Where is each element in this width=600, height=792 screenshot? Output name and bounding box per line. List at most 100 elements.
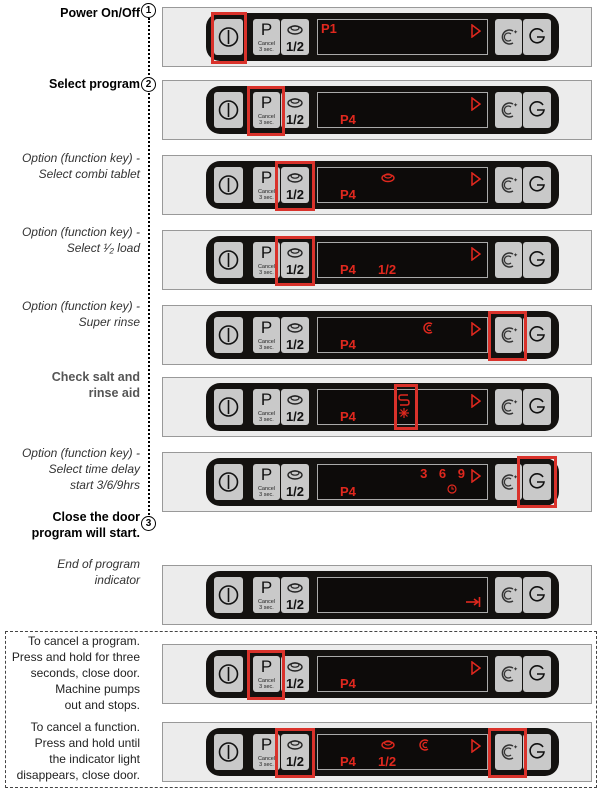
- super-rinse-button[interactable]: ✦: [495, 577, 522, 613]
- highlight-p: [247, 650, 285, 700]
- super-rinse-button[interactable]: ✦: [495, 92, 522, 128]
- super-rinse-button[interactable]: ✦: [495, 19, 522, 55]
- tablet-icon: [287, 583, 303, 593]
- half-load-label: 1/2: [285, 409, 305, 424]
- super-rinse-button[interactable]: ✦: [495, 734, 522, 770]
- highlight-tab: [275, 236, 315, 286]
- delay-timer-button[interactable]: [523, 167, 551, 203]
- tablet-icon: [287, 248, 303, 258]
- power-button[interactable]: [214, 242, 243, 278]
- step-label-line: the indicator light: [49, 752, 140, 766]
- power-button[interactable]: [214, 92, 243, 128]
- step-label-line: Option (function key) -: [21, 151, 140, 165]
- step-label-line: Press and hold until: [34, 736, 140, 750]
- highlight-tab: [275, 161, 315, 211]
- power-button[interactable]: [214, 389, 243, 425]
- tablet-icon: [287, 173, 303, 183]
- program-readout: P4: [340, 484, 356, 499]
- super-rinse-icon: ✦: [501, 666, 518, 682]
- highlight-p: [247, 86, 285, 136]
- delay-timer-button[interactable]: [523, 577, 551, 613]
- program-button-label: P: [260, 465, 273, 484]
- delay-timer-button[interactable]: [523, 317, 551, 353]
- half-load-label: 1/2: [285, 337, 305, 352]
- super-rinse-icon: ✦: [501, 102, 518, 118]
- program-button-label: P: [260, 243, 273, 262]
- power-icon: [218, 585, 239, 605]
- power-icon: [218, 175, 239, 195]
- delay-timer-button[interactable]: [523, 92, 551, 128]
- step-label-line: Option (function key) -: [21, 446, 140, 460]
- tablet-indicator-icon: [380, 738, 396, 753]
- delay-timer-button[interactable]: [523, 242, 551, 278]
- tablet-icon: [287, 395, 303, 405]
- timer-icon: [529, 665, 545, 681]
- display: [317, 577, 488, 613]
- tablet-half-load-button[interactable]: 1/2: [281, 242, 309, 278]
- power-icon: [218, 250, 239, 270]
- half-load-readout: 1/2: [378, 754, 397, 769]
- tablet-half-load-button[interactable]: 1/2: [281, 389, 309, 425]
- super-rinse-button[interactable]: ✦: [495, 656, 522, 692]
- program-running-indicator: [471, 660, 482, 678]
- tablet-icon: [287, 323, 303, 333]
- super-rinse-indicator-icon: [418, 738, 432, 755]
- close-door-label: Close the door program will start.: [32, 509, 140, 541]
- program-running-indicator: [471, 321, 482, 339]
- super-rinse-button[interactable]: ✦: [495, 167, 522, 203]
- power-button[interactable]: [214, 577, 243, 613]
- tablet-half-load-button[interactable]: 1/2: [281, 19, 309, 55]
- tablet-half-load-button[interactable]: 1/2: [281, 167, 309, 203]
- power-button[interactable]: [214, 464, 243, 500]
- delay-timer-button[interactable]: [523, 734, 551, 770]
- step-label: Power On/Off: [60, 5, 140, 21]
- display: P1: [317, 19, 488, 55]
- delay-timer-button[interactable]: [523, 19, 551, 55]
- svg-text:✦: ✦: [513, 29, 518, 36]
- power-button[interactable]: [214, 19, 243, 55]
- tablet-half-load-button[interactable]: 1/2: [281, 577, 309, 613]
- super-rinse-button[interactable]: ✦: [495, 242, 522, 278]
- delay-timer-button[interactable]: [523, 389, 551, 425]
- power-button[interactable]: [214, 317, 243, 353]
- tablet-half-load-button[interactable]: 1/2: [281, 92, 309, 128]
- super-rinse-button[interactable]: ✦: [495, 389, 522, 425]
- power-button[interactable]: [214, 656, 243, 692]
- tablet-icon: [287, 98, 303, 108]
- program-button-label: P: [260, 578, 273, 597]
- close-door-line: program will start.: [31, 526, 140, 540]
- half-load-label: 1/2: [285, 597, 305, 612]
- tablet-half-load-button[interactable]: 1/2: [281, 317, 309, 353]
- timer-icon: [529, 101, 545, 117]
- tablet-half-load-button[interactable]: 1/2: [281, 464, 309, 500]
- program-running-indicator: [471, 96, 482, 114]
- super-rinse-button[interactable]: ✦: [495, 317, 522, 353]
- delay-timer-button[interactable]: [523, 464, 551, 500]
- power-button[interactable]: [214, 734, 243, 770]
- tablet-icon: [287, 662, 303, 672]
- step-label: To cancel a function.Press and hold unti…: [17, 719, 140, 783]
- delay-timer-button[interactable]: [523, 656, 551, 692]
- tablet-half-load-button[interactable]: 1/2: [281, 734, 309, 770]
- svg-text:✦: ✦: [513, 252, 518, 259]
- timer-icon: [529, 176, 545, 192]
- half-load-label: 1/2: [285, 484, 305, 499]
- step-label-line: start 3/6/9hrs: [69, 478, 140, 492]
- power-icon: [218, 325, 239, 345]
- tablet-half-load-button[interactable]: 1/2: [281, 656, 309, 692]
- step-label-line: Check salt and: [51, 370, 140, 384]
- tablet-icon: [287, 470, 303, 480]
- close-door-line: Close the door: [52, 510, 140, 524]
- power-button[interactable]: [214, 167, 243, 203]
